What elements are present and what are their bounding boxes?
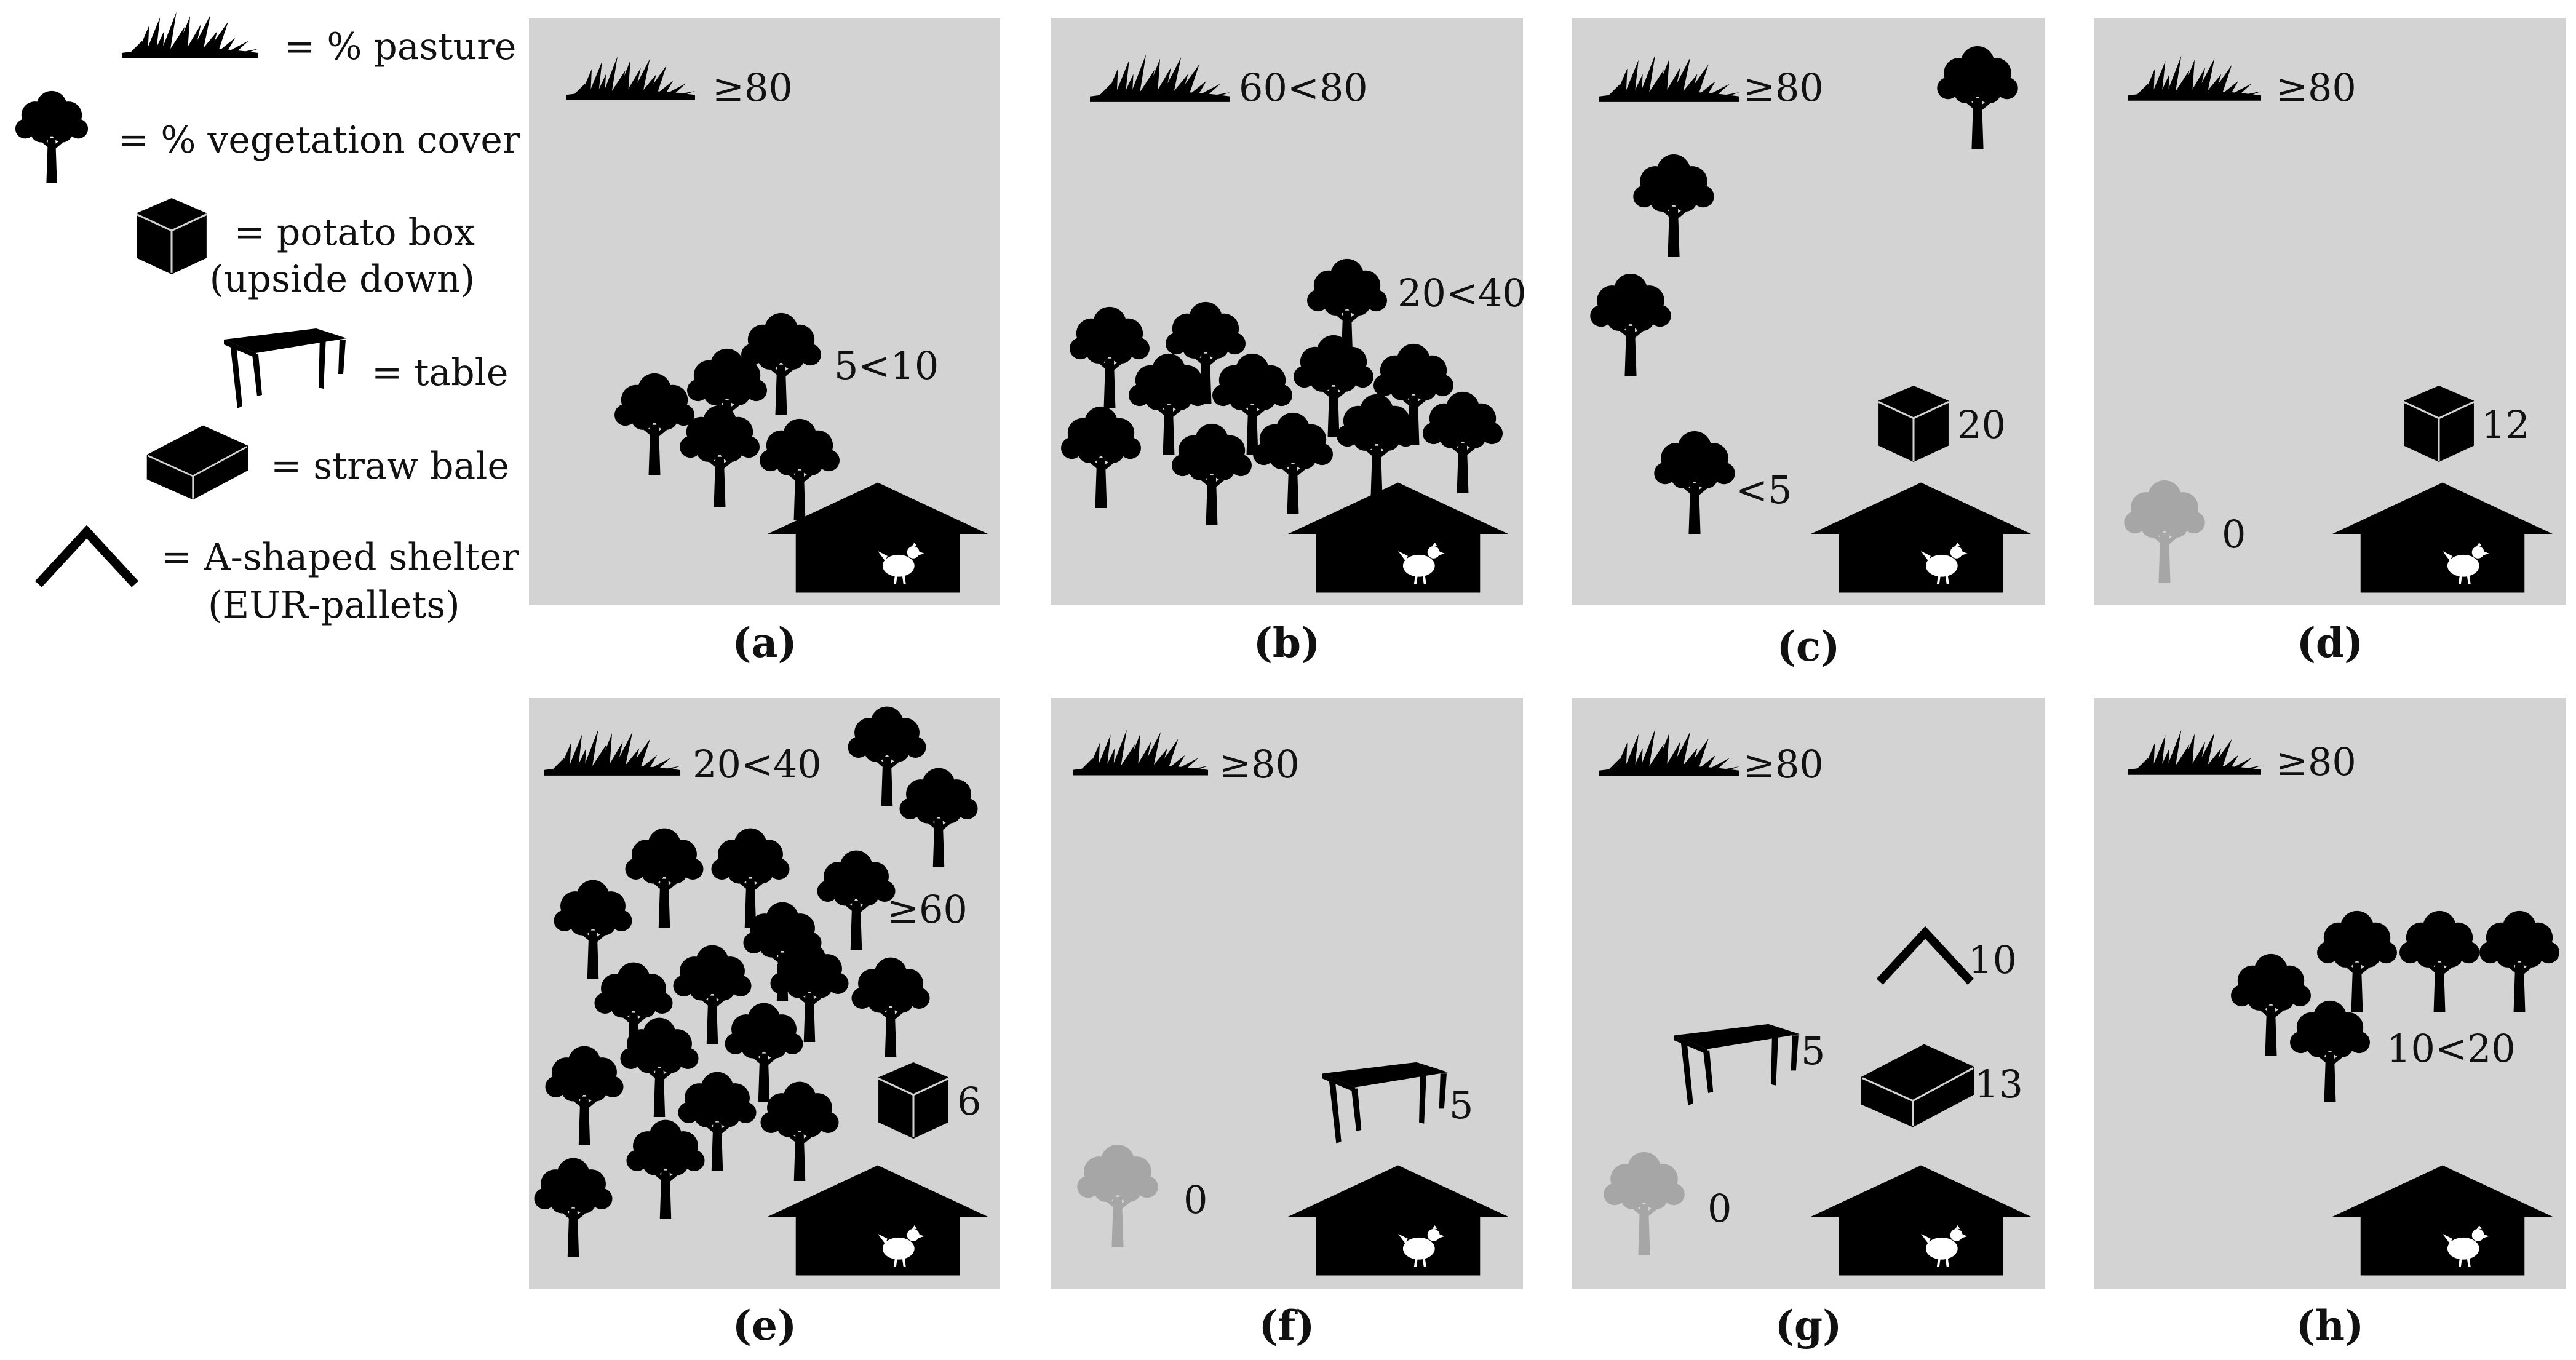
straw-bale-value: 13 <box>1974 1062 2023 1107</box>
panel-g: ≥80 0 5 10 13 (g) <box>1572 698 2045 1350</box>
pasture-value: ≥80 <box>712 65 793 110</box>
vegetation-value: 0 <box>1183 1177 1207 1222</box>
potato-box-value: 12 <box>2481 402 2530 447</box>
table-value: 5 <box>1801 1028 1825 1073</box>
panel-e: 20<40 ≥60 6 (e) <box>529 698 1000 1350</box>
pasture-value: ≥80 <box>2276 65 2356 110</box>
panel-caption: (f) <box>1259 1302 1315 1350</box>
panel-d: ≥80 0 12 (d) <box>2094 18 2566 667</box>
panel-c: ≥80 <5 20 (c) <box>1572 18 2045 670</box>
panel-caption: (e) <box>733 1302 797 1350</box>
vegetation-value: 20<40 <box>1397 271 1527 316</box>
potato-box-icon <box>877 1061 950 1140</box>
legend-straw-bale-label: = straw bale <box>271 445 509 488</box>
legend-shelter: = A-shaped shelter (EUR-pallets) <box>38 532 519 627</box>
potato-box-value: 20 <box>1957 402 2006 447</box>
straw-bale-icon <box>146 424 248 501</box>
potato-box-icon <box>1877 384 1950 463</box>
pasture-value: 60<80 <box>1239 65 1368 110</box>
vegetation-value: ≥60 <box>887 887 968 932</box>
table-value: 5 <box>1449 1083 1473 1127</box>
legend-potato-box-label: = potato box <box>234 211 475 254</box>
legend-straw-bale: = straw bale <box>146 424 509 501</box>
legend-vegetation: = % vegetation cover <box>15 90 520 183</box>
pasture-value: ≥80 <box>1743 65 1824 110</box>
vegetation-value: 10<20 <box>2387 1026 2516 1071</box>
panel-f: ≥80 0 5 (f) <box>1051 698 1523 1350</box>
legend-table-label: = table <box>372 351 508 394</box>
potato-box-icon <box>135 197 208 276</box>
pasture-value: ≥80 <box>1743 742 1824 787</box>
pasture-value: ≥80 <box>1219 742 1300 787</box>
legend-vegetation-label: = % vegetation cover <box>118 119 520 162</box>
panel-caption: (g) <box>1775 1302 1842 1350</box>
vegetation-value: 0 <box>1707 1186 1731 1231</box>
panel-caption: (a) <box>732 619 797 667</box>
legend-pasture-label: = % pasture <box>284 25 516 68</box>
a-shaped-shelter-icon <box>38 532 135 584</box>
legend-pasture: = % pasture <box>122 12 516 68</box>
panel-caption: (c) <box>1777 622 1840 670</box>
legend-table: = table <box>224 328 508 408</box>
shelter-value: 10 <box>1968 937 2017 982</box>
vegetation-value: 0 <box>2222 512 2246 557</box>
potato-box-icon <box>2403 384 2475 463</box>
panel-caption: (b) <box>1254 619 1321 667</box>
table-icon <box>224 328 347 408</box>
pasture-value: 20<40 <box>693 742 822 787</box>
pasture-value: ≥80 <box>2276 739 2356 784</box>
panel-caption: (d) <box>2297 619 2364 667</box>
legend-potato-box: = potato box (upside down) <box>135 197 475 301</box>
pasture-icon <box>122 12 258 58</box>
vegetation-value: <5 <box>1736 467 1792 512</box>
panel-a: ≥80 5<10 (a) <box>529 18 1000 667</box>
panel-caption: (h) <box>2296 1302 2364 1350</box>
legend: = % pasture = % vegetation cover = potat… <box>15 12 520 627</box>
legend-potato-box-note: (upside down) <box>210 258 475 301</box>
vegetation-value: 5<10 <box>834 343 939 388</box>
legend-shelter-label: = A-shaped shelter <box>161 536 519 579</box>
tree-icon <box>15 90 89 183</box>
panel-b: 60<80 20<40 (b) <box>1051 18 1527 667</box>
potato-box-value: 6 <box>957 1079 981 1124</box>
legend-shelter-note: (EUR-pallets) <box>208 584 460 627</box>
panel-h: ≥80 10<20 (h) <box>2094 698 2566 1350</box>
